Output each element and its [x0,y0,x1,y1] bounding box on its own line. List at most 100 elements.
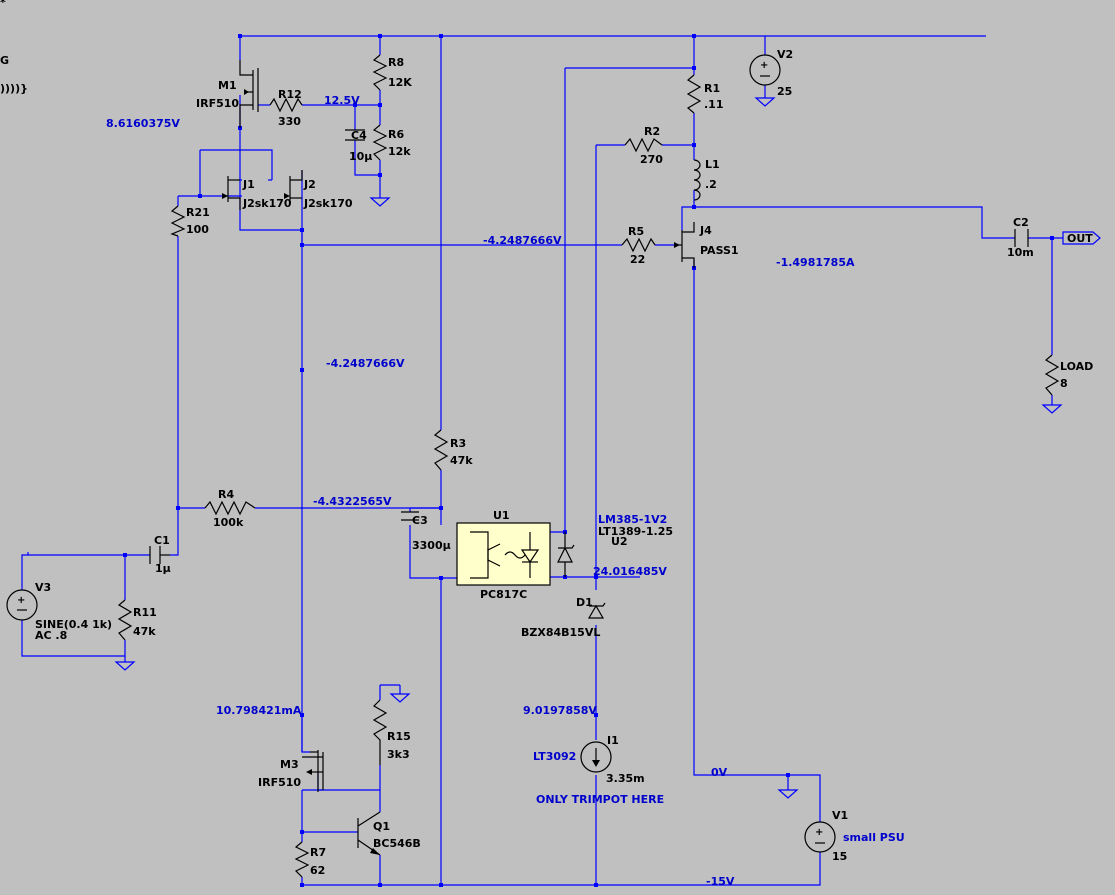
label-v-m1-source: 8.6160375V [106,117,180,130]
voltage-source-v3[interactable]: + V3 SINE(0.4 1k) AC .8 [6,581,112,642]
resistor-r21[interactable]: R21 100 [170,205,210,237]
resistor-r15[interactable]: R15 3k3 [372,699,411,765]
zener-d1[interactable]: D1 BZX84B15VL [521,596,606,639]
capacitor-c2[interactable]: C2 10m [1007,216,1034,259]
inductor-l1[interactable]: L1 .2 [693,158,720,201]
c3-value: 3300µ [412,539,451,552]
r11-value: 47k [133,625,156,638]
resistor-r4[interactable]: R4 100k [204,488,256,529]
capacitor-c3[interactable]: C3 3300µ [401,511,451,552]
svg-text:+: + [815,827,823,838]
c1-ref: C1 [154,534,170,547]
resistor-r6[interactable]: R6 12k [372,124,411,161]
j4-value: PASS1 [700,244,739,257]
edge-text-star: * [0,0,6,9]
r21-ref: R21 [186,206,210,219]
mosfet-m3[interactable]: M3 IRF510 [258,750,324,792]
v3-ref: V3 [35,581,51,594]
r12-ref: R12 [278,88,302,101]
out-port[interactable]: OUT [1062,231,1101,245]
r6-value: 12k [388,145,411,158]
j2-value: J2sk170 [303,197,353,210]
d1-ref: D1 [576,596,593,609]
ground-icon [114,661,136,671]
optocoupler-u1[interactable]: U1 PC817C [456,509,551,601]
label-v-u2: 24.016485V [593,565,667,578]
junction-dots [123,34,1054,887]
v3-value1: SINE(0.4 1k) [35,618,112,631]
q1-value: BC546B [373,837,421,850]
jfet-j4[interactable]: J4 PASS1 [674,222,739,268]
r7-value: 62 [310,864,325,877]
resistor-r7[interactable]: R7 62 [294,841,326,878]
r7-ref: R7 [310,846,326,859]
r6-ref: R6 [388,128,404,141]
c2-ref: C2 [1013,216,1029,229]
r3-ref: R3 [450,437,466,450]
l1-value: .2 [705,178,717,191]
label-small-psu: small PSU [843,831,905,844]
c1-value: 1µ [155,562,171,575]
c2-value: 10m [1007,246,1034,259]
u2-ref: U2 [611,535,628,548]
out-port-label: OUT [1067,232,1093,245]
c3-ref: C3 [412,514,428,527]
capacitor-c4[interactable]: C4 10µ [345,129,372,163]
label-lt3092: LT3092 [533,750,576,763]
resistor-r11[interactable]: R11 47k [114,599,157,671]
net-annotations: 8.6160375V 12.5V -4.2487666V -4.2487666V… [106,94,905,888]
v1-value: 15 [832,850,847,863]
label-i-m3: 10.798421mA [216,704,302,717]
r11-ref: R11 [133,606,157,619]
capacitor-c1[interactable]: C1 1µ [149,534,171,575]
load-value: 8 [1060,377,1068,390]
svg-text:+: + [760,60,768,71]
label-v-i1: 9.0197858V [523,704,597,717]
resistor-r8[interactable]: R8 12K [372,54,412,91]
v1-ref: V1 [832,809,848,822]
label-v-ground: 0V [711,766,728,779]
resistor-r12[interactable]: R12 330 [269,88,303,128]
ground-icon [389,685,411,703]
voltage-source-v1[interactable]: + V1 15 [804,809,848,863]
bjt-q1[interactable]: Q1 BC546B [357,811,421,856]
label-v-divider: 12.5V [324,94,360,107]
j1-value: J2sk170 [242,197,292,210]
r5-value: 22 [630,253,645,266]
r2-value: 270 [640,153,663,166]
j1-ref: J1 [242,178,255,191]
r3-value: 47k [450,454,473,467]
m3-value: IRF510 [258,776,301,789]
r15-value: 3k3 [387,748,410,761]
ground-icon [777,789,799,799]
u2-value1: LM385-1V2 [598,513,667,526]
l1-ref: L1 [705,158,720,171]
jfet-j1[interactable]: J1 J2sk170 [222,176,292,210]
r5-ref: R5 [628,225,644,238]
m1-ref: M1 [218,79,237,92]
i1-ref: I1 [607,734,619,747]
label-v-r4: -4.4322565V [313,495,392,508]
resistor-r3[interactable]: R3 47k [433,429,473,471]
r15-ref: R15 [387,730,411,743]
r4-value: 100k [213,516,244,529]
current-source-i1[interactable]: I1 3.35m [580,734,645,785]
label-v-mid: -4.2487666V [326,357,405,370]
resistor-r1[interactable]: R1 .11 [686,74,724,114]
resistor-r5[interactable]: R5 22 [621,225,656,266]
u1-value: PC817C [480,588,527,601]
c4-value: 10µ [349,150,372,163]
r21-value: 100 [186,223,209,236]
mosfet-m1[interactable]: M1 IRF510 [196,60,259,128]
label-trimpot-note: ONLY TRIMPOT HERE [536,793,664,806]
r8-ref: R8 [388,56,404,69]
jfet-j2[interactable]: J2 J2sk170 [284,170,353,210]
voltage-source-v2[interactable]: + V2 25 [749,48,793,107]
reference-u2[interactable]: LM385-1V2 LT1389-1.25 U2 [557,513,673,577]
resistor-r2[interactable]: R2 270 [624,125,663,166]
ground-icon [369,197,391,207]
resistor-load[interactable]: LOAD 8 [1041,354,1093,414]
label-v-r5-in: -4.2487666V [483,234,562,247]
r2-ref: R2 [644,125,660,138]
